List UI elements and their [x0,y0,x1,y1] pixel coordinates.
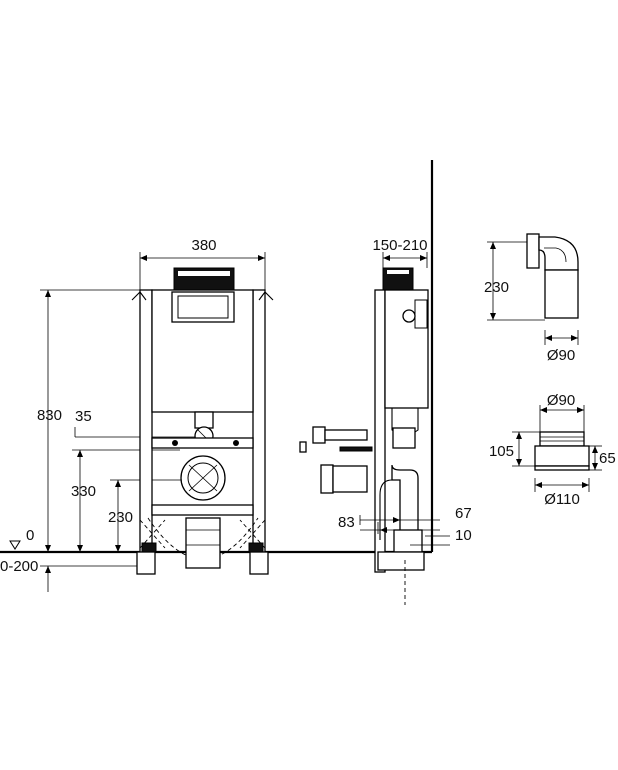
side-offset-67-label: 67 [455,505,472,522]
bend-diameter-label: Ø90 [547,347,575,364]
support-height-label: 230 [108,509,133,526]
front-width-label: 380 [191,237,216,254]
reducer-part [512,405,602,492]
floor-zero-label: 0 [26,527,34,544]
reducer-total-height-label: 105 [489,443,514,460]
side-offset-83-label: 83 [338,514,355,531]
floor-range-label: 0-200 [0,558,38,575]
reducer-lower-height-label: 65 [599,450,616,467]
side-view [299,252,450,605]
side-depth-label: 150-210 [372,237,427,254]
reducer-bottom-diameter-label: Ø110 [544,491,580,508]
bend-part [487,233,579,345]
bend-height-label: 230 [484,279,509,296]
side-offset-10-label: 10 [455,527,472,544]
reducer-top-diameter-label: Ø90 [547,392,575,409]
front-height-label: 830 [37,407,62,424]
drain-height-label: 330 [71,483,96,500]
front-view [9,252,274,592]
flush-pipe-label: 35 [75,408,92,425]
